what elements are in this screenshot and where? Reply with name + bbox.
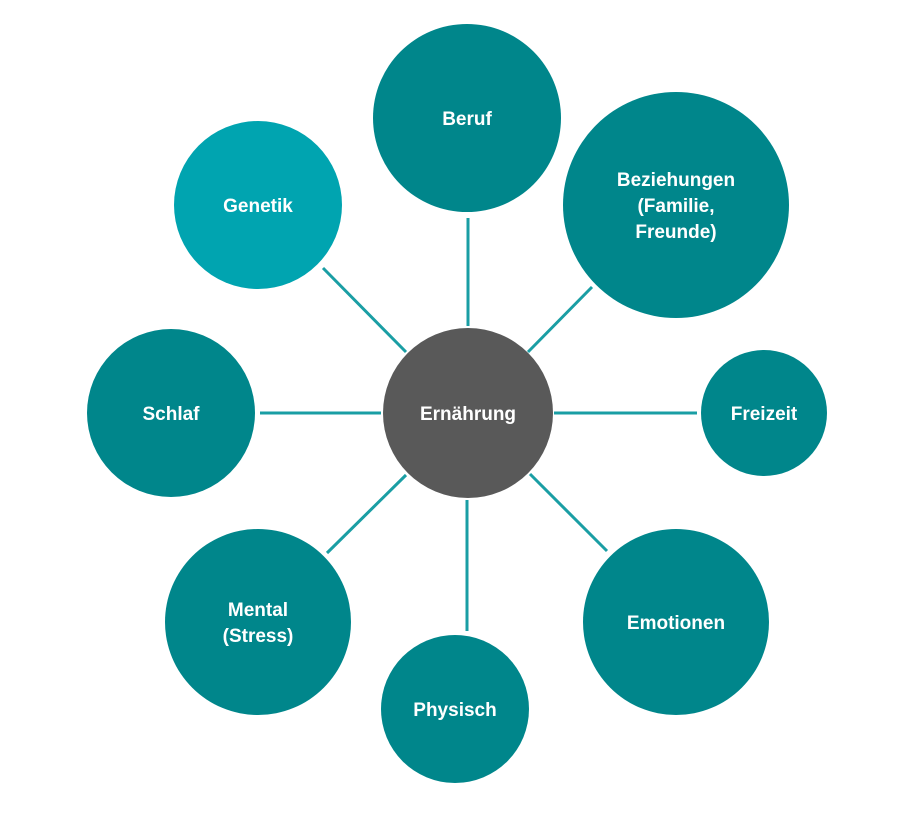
node-beziehungen: Beziehungen (Familie, Freunde): [563, 92, 789, 318]
connector-genetik: [321, 266, 408, 354]
node-circle-mental: [165, 529, 351, 715]
node-circle-physisch: [381, 635, 529, 783]
node-label-genetik: Genetik: [223, 196, 293, 217]
node-label-physisch: Physisch: [413, 700, 496, 721]
node-label-schlaf: Schlaf: [142, 404, 200, 425]
node-label-beziehungen: (Familie,: [637, 196, 714, 217]
node-label-beziehungen: Freunde): [635, 222, 716, 243]
center-node: Ernährung: [383, 328, 553, 498]
connector-emotionen: [528, 472, 609, 553]
node-circle-freizeit: [701, 350, 827, 476]
node-schlaf: Schlaf: [87, 329, 255, 497]
center-circle: [383, 328, 553, 498]
node-circle-genetik: [174, 121, 342, 289]
node-freizeit: Freizeit: [701, 350, 827, 476]
node-label-mental: (Stress): [223, 626, 294, 647]
node-genetik: Genetik: [174, 121, 342, 289]
node-beruf: Beruf: [373, 24, 561, 212]
node-circle-emotionen: [583, 529, 769, 715]
node-physisch: Physisch: [381, 635, 529, 783]
center-label: Ernährung: [420, 404, 516, 425]
node-label-mental: Mental: [228, 600, 288, 621]
connector-beziehungen: [526, 285, 594, 354]
connectors: [260, 218, 697, 631]
connector-mental: [325, 473, 408, 555]
node-label-beziehungen: Beziehungen: [617, 170, 735, 191]
node-mental: Mental (Stress): [165, 529, 351, 715]
node-label-beruf: Beruf: [442, 109, 492, 130]
node-circle-beziehungen: [563, 92, 789, 318]
node-circle-beruf: [373, 24, 561, 212]
node-label-freizeit: Freizeit: [731, 404, 798, 425]
node-emotionen: Emotionen: [583, 529, 769, 715]
node-circle-schlaf: [87, 329, 255, 497]
node-label-emotionen: Emotionen: [627, 613, 725, 634]
